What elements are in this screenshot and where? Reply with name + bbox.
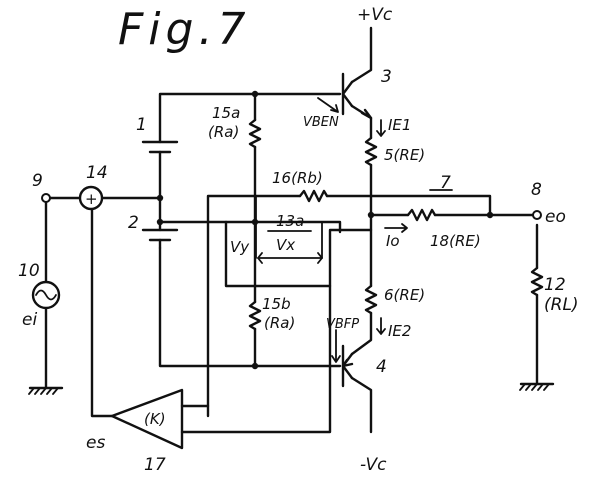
ac-source-10 bbox=[31, 280, 61, 310]
amplifier-17: (K) bbox=[110, 388, 184, 450]
label-vx: Vx bbox=[276, 236, 295, 254]
label-ie1: IE1 bbox=[388, 116, 411, 134]
label-13a: 13a bbox=[276, 212, 304, 230]
ie2-arrow-icon bbox=[376, 317, 386, 335]
label-ei: ei bbox=[22, 310, 37, 330]
label-rl: (RL) bbox=[544, 295, 579, 315]
transistor-4-emitter-arrow-icon bbox=[341, 358, 354, 368]
label-ref-9: 9 bbox=[32, 171, 43, 191]
vben-pointer-icon bbox=[317, 97, 339, 113]
label-15b: 15b bbox=[262, 295, 291, 313]
summing-node-14: + bbox=[78, 185, 104, 211]
label-ra-a: (Ra) bbox=[208, 123, 239, 141]
label-r16: 16(Rb) bbox=[272, 169, 323, 187]
label-vy: Vy bbox=[230, 238, 250, 256]
label-es: es bbox=[86, 433, 105, 453]
svg-text:(K): (K) bbox=[144, 410, 166, 428]
label-vbfp: VBFP bbox=[326, 317, 359, 332]
transistor-3-emitter-arrow-icon bbox=[360, 108, 373, 120]
label-r6: 6(RE) bbox=[384, 286, 425, 304]
label-ref-2: 2 bbox=[128, 213, 139, 233]
wiring bbox=[28, 26, 555, 434]
svg-text:+: + bbox=[85, 190, 98, 208]
label-vben: VBEN bbox=[303, 115, 339, 130]
label-ref-7: 7 bbox=[440, 173, 451, 193]
input-terminal-9 bbox=[41, 193, 51, 203]
label-io: Io bbox=[386, 232, 400, 250]
label-ref-1: 1 bbox=[136, 115, 147, 135]
label-ref-12: 12 bbox=[544, 275, 566, 295]
label-15a: 15a bbox=[212, 104, 240, 122]
label-r5: 5(RE) bbox=[384, 146, 425, 164]
vbfp-pointer-icon bbox=[331, 329, 341, 363]
label-ref-10: 10 bbox=[18, 261, 40, 281]
label-eo: eo bbox=[545, 207, 566, 227]
io-arrow-icon bbox=[384, 223, 408, 233]
label-plus-vc: +Vc bbox=[357, 5, 393, 25]
label-ie2: IE2 bbox=[388, 322, 411, 340]
label-ra-b: (Ra) bbox=[264, 314, 295, 332]
label-ref-14: 14 bbox=[86, 163, 108, 183]
label-ref-3: 3 bbox=[381, 67, 392, 87]
labels: +Vc -Vc 3 4 1 2 9 10 ei 14 8 eo 12 (RL) … bbox=[18, 5, 579, 475]
junction-dots bbox=[156, 90, 541, 370]
figure-title: Fig.7 bbox=[118, 4, 250, 55]
label-minus-vc: -Vc bbox=[360, 455, 387, 475]
label-r18: 18(RE) bbox=[430, 232, 481, 250]
voltage-markers bbox=[255, 195, 323, 264]
ie1-arrow-icon bbox=[376, 119, 386, 137]
label-ref-8: 8 bbox=[531, 180, 542, 200]
label-ref-4: 4 bbox=[376, 357, 387, 377]
label-ref-17: 17 bbox=[144, 455, 166, 475]
output-terminal-8 bbox=[532, 210, 542, 220]
